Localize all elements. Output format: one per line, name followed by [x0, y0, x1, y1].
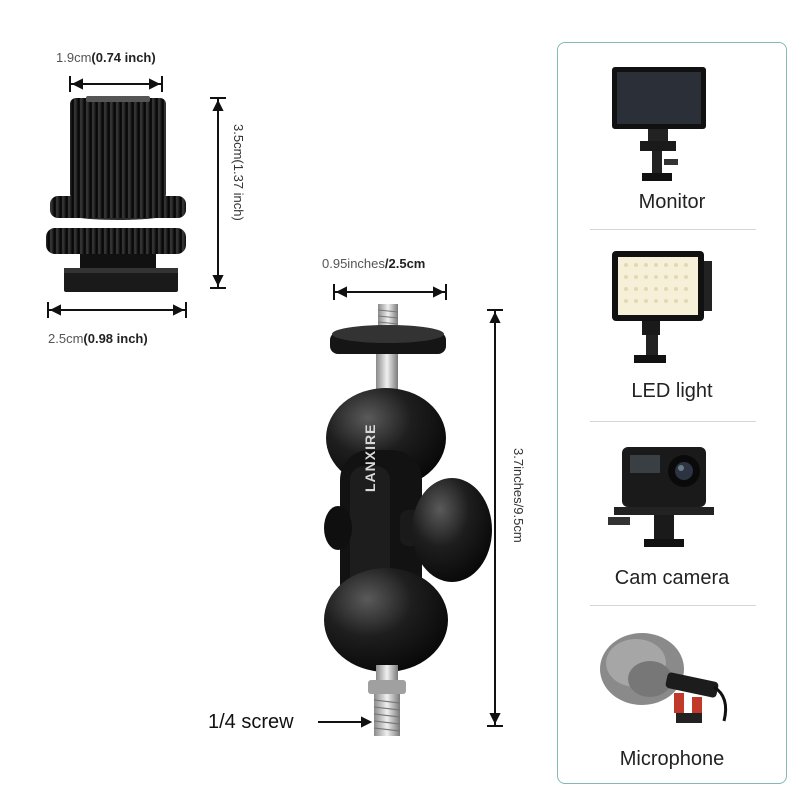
action-camera-icon	[608, 447, 714, 547]
microphone-icon	[600, 633, 728, 723]
compatibility-panel: Monitor LED light Cam camera	[557, 42, 787, 784]
screw-label: 1/4 screw	[208, 711, 294, 733]
compat-label-cam-camera: Cam camera	[614, 567, 730, 589]
shoe-height-label: 3.5cm(1.37 inch)	[231, 124, 246, 221]
mount-width-arrow	[333, 284, 447, 300]
shoe-top-width-label: 1.9cm(0.74 inch)	[56, 50, 156, 65]
shoe-bottom-width-arrow	[47, 302, 187, 318]
mount-width-label: 0.95inches/2.5cm	[322, 256, 426, 271]
compat-label-microphone: Microphone	[619, 748, 725, 770]
led-light-icon	[612, 251, 712, 363]
separator	[590, 229, 756, 230]
mount-height-label: 3.7inches/9.5cm	[511, 448, 526, 543]
shoe-bottom-width-label: 2.5cm(0.98 inch)	[48, 331, 148, 346]
separator	[590, 605, 756, 606]
compat-label-led-light: LED light	[631, 380, 713, 402]
shoe-top-width-arrow	[69, 76, 163, 92]
compat-label-monitor: Monitor	[638, 191, 706, 213]
brand-text: LANXIRE	[362, 423, 378, 492]
shoe-adapter-illustration	[46, 76, 226, 318]
shoe-height-arrow	[210, 97, 226, 289]
separator	[590, 421, 756, 422]
monitor-icon	[612, 67, 706, 181]
screw-pointer-arrow	[318, 716, 373, 728]
mount-height-arrow	[487, 309, 503, 727]
ball-mount-illustration	[318, 284, 503, 736]
